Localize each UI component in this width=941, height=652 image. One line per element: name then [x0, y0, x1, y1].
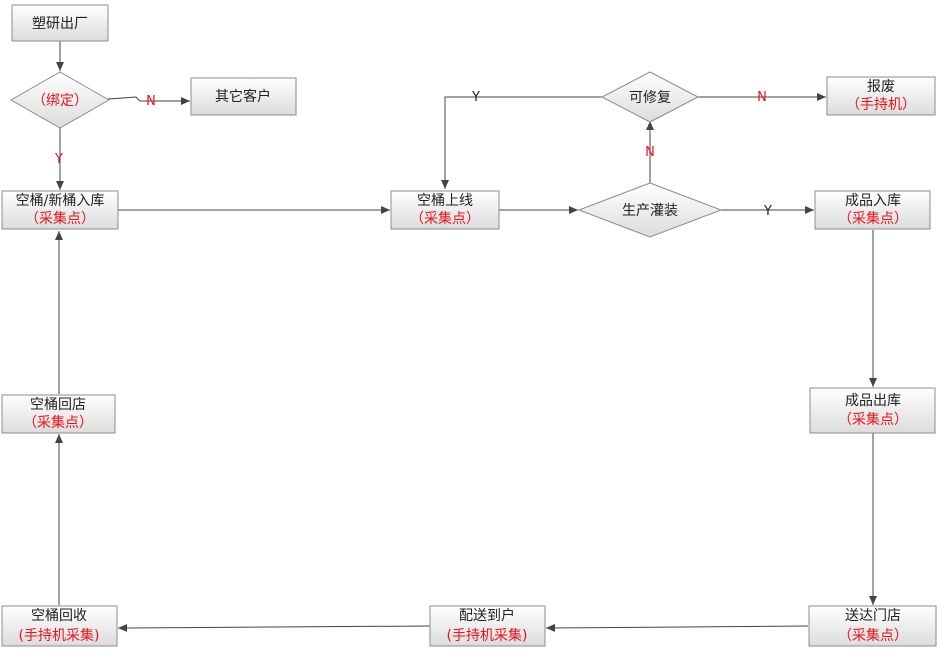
node-production-filling-label: 生产灌装 [622, 203, 678, 219]
edge-labels: N Y N Y Y N [54, 90, 772, 219]
node-other-customer: 其它客户 [190, 77, 297, 116]
node-empty-return-store-line1: 空桶回店 [30, 397, 86, 413]
node-product-inbound-line2: （采集点） [838, 210, 908, 227]
node-empty-online-line1: 空桶上线 [417, 193, 473, 209]
label-repairable-yes: Y [471, 90, 480, 105]
label-binding-no: N [146, 94, 156, 109]
label-binding-yes: Y [54, 152, 63, 167]
edge-store-to-home [545, 623, 809, 632]
node-product-outbound-line1: 成品出库 [845, 393, 901, 409]
node-empty-return-store: 空桶回店 （采集点） [1, 394, 116, 434]
node-deliver-home-line2: (手持机采集) [447, 627, 528, 644]
node-other-customer-label: 其它客户 [215, 88, 271, 105]
node-plastic-factory: 塑研出厂 [11, 4, 109, 42]
node-product-outbound: 成品出库 （采集点） [809, 387, 936, 434]
node-repairable-label: 可修复 [629, 89, 671, 106]
node-scrap-line1: 报废 [867, 79, 895, 95]
node-empty-recycle-line2: (手持机采集) [19, 627, 100, 644]
node-deliver-home-line1: 配送到户 [459, 607, 515, 624]
node-empty-recycle: 空桶回收 (手持机采集) [1, 605, 118, 647]
node-production-filling: 生产灌装 [577, 182, 723, 238]
edge-home-to-recycle [117, 623, 431, 632]
label-production-no: N [645, 145, 655, 160]
node-product-inbound-line1: 成品入库 [845, 193, 901, 209]
node-plastic-factory-label: 塑研出厂 [32, 16, 88, 32]
node-empty-new-inbound-line2: （采集点） [25, 210, 95, 227]
node-deliver-store-line1: 送达门店 [845, 608, 901, 624]
node-empty-recycle-line1: 空桶回收 [31, 608, 87, 624]
node-empty-new-inbound-line1: 空桶/新桶入库 [16, 193, 105, 209]
node-repairable: 可修复 [600, 71, 700, 123]
label-repairable-no: N [757, 90, 767, 105]
node-empty-online: 空桶上线 （采集点） [390, 190, 500, 230]
node-deliver-store-line2: （采集点） [838, 627, 908, 644]
edges [55, 41, 877, 632]
node-product-inbound: 成品入库 （采集点） [814, 190, 931, 230]
node-binding-decision: （绑定） [9, 71, 111, 129]
node-empty-new-inbound: 空桶/新桶入库 （采集点） [1, 190, 119, 230]
edge-binding-to-other-customer [107, 96, 190, 105]
node-deliver-home: 配送到户 (手持机采集) [429, 605, 546, 647]
label-production-yes: Y [763, 204, 772, 219]
node-product-outbound-line2: （采集点） [838, 411, 908, 428]
node-scrap: 报废 （手持机） [826, 76, 936, 116]
edge-repairable-to-online [441, 96, 602, 189]
node-empty-online-line2: （采集点） [410, 210, 480, 227]
node-binding-decision-label: （绑定） [32, 93, 88, 109]
node-deliver-store: 送达门店 （采集点） [808, 605, 937, 647]
node-scrap-line2: （手持机） [846, 97, 916, 113]
node-empty-return-store-line2: （采集点） [23, 414, 93, 431]
